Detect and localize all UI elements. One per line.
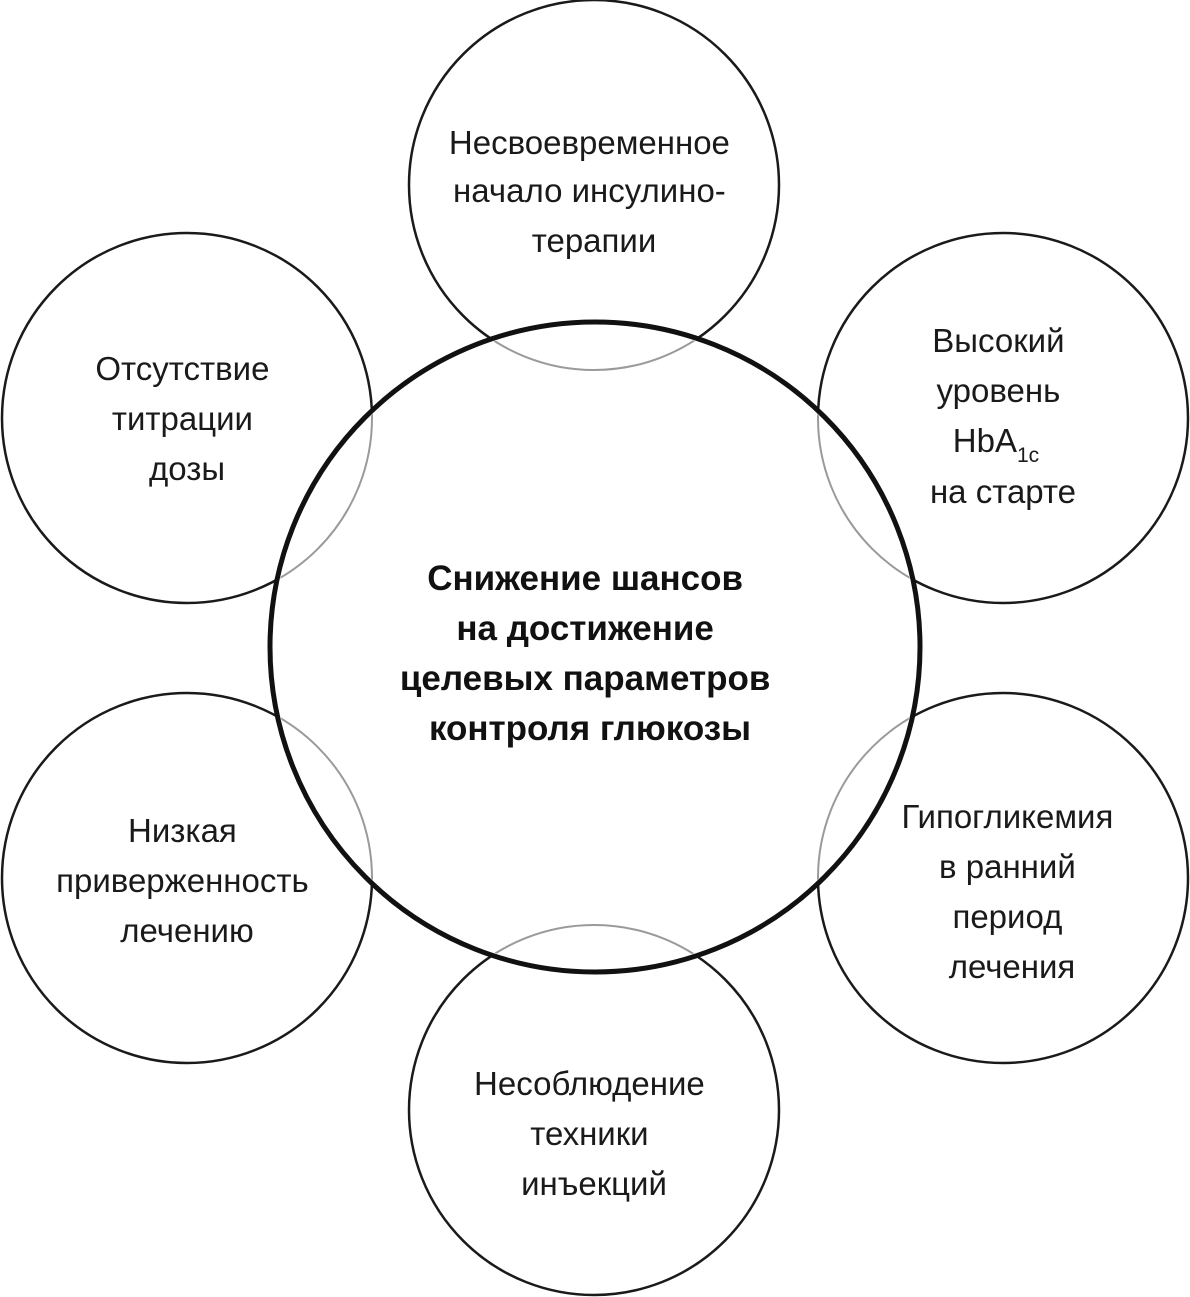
overlap-arc-bottom bbox=[408, 924, 780, 969]
label-line: в ранний bbox=[939, 848, 1076, 885]
overlap-arc-upper-right bbox=[817, 325, 917, 604]
label-upper-left: Отсутствие титрации дозы bbox=[95, 350, 278, 487]
label-hba-line: HbA1c bbox=[953, 422, 1039, 467]
overlap-arc-upper-left bbox=[273, 325, 373, 604]
label-line: уровень bbox=[937, 372, 1061, 409]
label-line: Несоблюдение bbox=[474, 1065, 705, 1102]
label-upper-right: Высокий уровень на старте bbox=[930, 322, 1076, 510]
label-line: на старте bbox=[930, 473, 1076, 510]
overlap-arc-lower-left bbox=[273, 692, 373, 969]
label-line: Отсутствие bbox=[95, 350, 269, 387]
circle-bottom bbox=[407, 923, 781, 1297]
label-line: Низкая bbox=[128, 812, 237, 849]
label-line: титрации bbox=[112, 400, 253, 437]
label-line: приверженность bbox=[56, 862, 309, 899]
label-line: терапии bbox=[532, 222, 657, 259]
center-label: Снижение шансов на достижение целевых па… bbox=[400, 559, 780, 748]
label-line: техники bbox=[530, 1115, 648, 1152]
label-line: период bbox=[952, 898, 1062, 935]
overlap-arc-lower-right bbox=[817, 692, 917, 969]
label-line: дозы bbox=[149, 450, 225, 487]
center-line: контроля глюкозы bbox=[429, 709, 751, 748]
label-line: лечения bbox=[949, 948, 1076, 985]
label-lower-left: Низкая приверженность лечению bbox=[56, 812, 318, 949]
center-line: на достижение bbox=[456, 609, 714, 648]
label-line: Гипогликемия bbox=[902, 798, 1114, 835]
label-lower-right: Гипогликемия в ранний период лечения bbox=[902, 798, 1123, 985]
label-hba: HbA bbox=[953, 422, 1017, 459]
label-line: лечению bbox=[120, 912, 253, 949]
overlap-arc-top bbox=[408, 325, 780, 371]
center-line: Снижение шансов bbox=[427, 559, 743, 598]
label-line: Несвоевременное bbox=[449, 124, 730, 161]
label-line: начало инсулино- bbox=[453, 172, 726, 209]
label-bottom: Несоблюдение техники инъекций bbox=[474, 1065, 714, 1202]
circle-center bbox=[267, 319, 923, 975]
label-hba-subscript: 1c bbox=[1017, 444, 1039, 467]
center-line: целевых параметров bbox=[400, 659, 771, 698]
label-line: инъекций bbox=[521, 1165, 667, 1202]
label-line: Высокий bbox=[932, 322, 1064, 359]
label-top: Несвоевременное начало инсулино- терапии bbox=[449, 124, 739, 259]
